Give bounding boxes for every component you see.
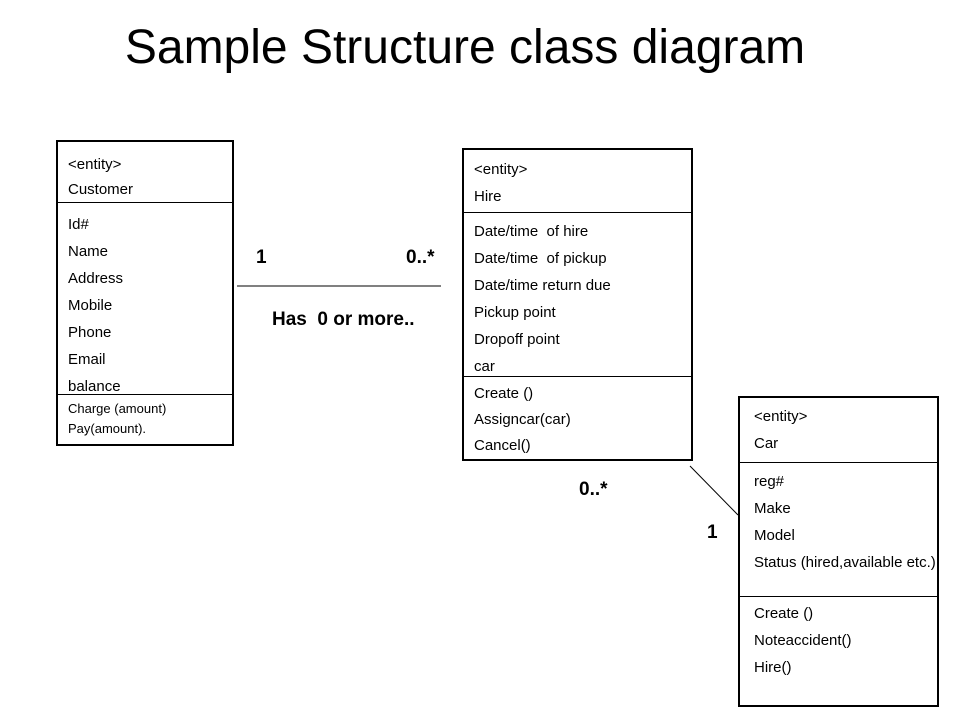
customer-class-name: Customer bbox=[68, 181, 134, 198]
car-header: <entity> Car bbox=[740, 398, 937, 462]
association-name-label: Has 0 or more.. bbox=[272, 309, 415, 330]
car-operations: Create () Noteaccident() Hire() bbox=[740, 596, 937, 681]
car-stereotype: <entity> bbox=[754, 408, 808, 425]
customer-attribute: Id# bbox=[68, 216, 89, 233]
hire-stereotype: <entity> bbox=[474, 161, 528, 178]
hire-class-box: <entity> Hire Date/time of hire Date/tim… bbox=[462, 148, 693, 461]
hire-operation: Cancel() bbox=[474, 437, 531, 454]
car-class-box: <entity> Car reg# Make Model Status (hir… bbox=[738, 396, 939, 707]
hire-multiplicity-label: 0..* bbox=[406, 247, 435, 268]
hire-car-car-multiplicity-label: 1 bbox=[707, 522, 718, 543]
hire-car-hire-multiplicity-label: 0..* bbox=[579, 479, 608, 500]
car-attribute: Model bbox=[754, 527, 795, 544]
hire-car-association-line bbox=[689, 465, 739, 516]
customer-operation: Charge (amount) bbox=[68, 401, 167, 416]
car-attributes: reg# Make Model Status (hired,available … bbox=[740, 462, 937, 596]
customer-multiplicity-label: 1 bbox=[256, 247, 267, 268]
customer-attribute: Mobile bbox=[68, 297, 113, 314]
customer-attribute: Email bbox=[68, 351, 106, 368]
car-attribute: Status (hired,available etc.) bbox=[754, 554, 936, 571]
hire-operation: Assigncar(car) bbox=[474, 411, 571, 428]
customer-stereotype: <entity> bbox=[68, 156, 122, 173]
car-operation: Hire() bbox=[754, 659, 792, 676]
car-operation: Noteaccident() bbox=[754, 632, 852, 649]
customer-header: <entity> Customer bbox=[58, 142, 232, 202]
hire-attribute: Date/time of pickup bbox=[474, 250, 607, 267]
diagram-title: Sample Structure class diagram bbox=[124, 21, 806, 74]
hire-attribute: Dropoff point bbox=[474, 331, 560, 348]
hire-operation: Create () bbox=[474, 385, 534, 402]
hire-class-name: Hire bbox=[474, 188, 502, 205]
hire-attribute: car bbox=[474, 358, 495, 375]
car-attribute: Make bbox=[754, 500, 791, 517]
hire-attribute: Date/time of hire bbox=[474, 223, 589, 240]
car-class-name: Car bbox=[754, 435, 779, 452]
car-attribute: reg# bbox=[754, 473, 785, 490]
hire-attributes: Date/time of hire Date/time of pickup Da… bbox=[464, 212, 691, 376]
hire-operations: Create () Assigncar(car) Cancel() bbox=[464, 376, 691, 459]
hire-attribute: Pickup point bbox=[474, 304, 556, 321]
customer-attribute: Address bbox=[68, 270, 124, 287]
customer-attribute: balance bbox=[68, 378, 121, 395]
customer-attribute: Phone bbox=[68, 324, 112, 341]
customer-attributes: Id# Name Address Mobile Phone Email bala… bbox=[58, 202, 232, 395]
hire-attribute: Date/time return due bbox=[474, 277, 611, 294]
customer-operations: Charge (amount) Pay(amount). bbox=[58, 394, 232, 439]
customer-operation: Pay(amount). bbox=[68, 421, 147, 436]
customer-class-box: <entity> Customer Id# Name Address Mobil… bbox=[56, 140, 234, 446]
customer-attribute: Name bbox=[68, 243, 109, 260]
hire-header: <entity> Hire bbox=[464, 150, 691, 212]
car-operation: Create () bbox=[754, 605, 814, 622]
